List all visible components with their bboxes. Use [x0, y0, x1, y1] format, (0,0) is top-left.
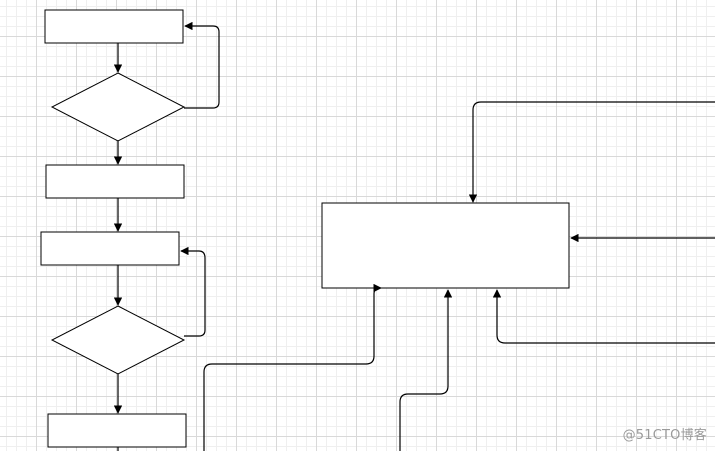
connector-diamond2-loop: [180, 246, 206, 337]
connector-bottom-left-into-central-box: [203, 283, 382, 451]
decision-diamond-2[interactable]: [50, 305, 186, 375]
connector-top-into-central-box: [468, 101, 715, 203]
connector-bottom-middle-into-central-box: [399, 289, 453, 451]
central-process-box[interactable]: [321, 202, 570, 289]
process-box-2[interactable]: [45, 164, 185, 199]
decision-diamond-1[interactable]: [50, 72, 186, 142]
connector-diamond1-loop: [184, 21, 220, 109]
process-box-4[interactable]: [47, 413, 187, 448]
watermark-text: @51CTO博客: [622, 428, 707, 443]
connector-bottom-right-into-central-box: [492, 289, 715, 344]
process-box-1[interactable]: [44, 9, 184, 44]
process-box-3[interactable]: [40, 231, 180, 266]
